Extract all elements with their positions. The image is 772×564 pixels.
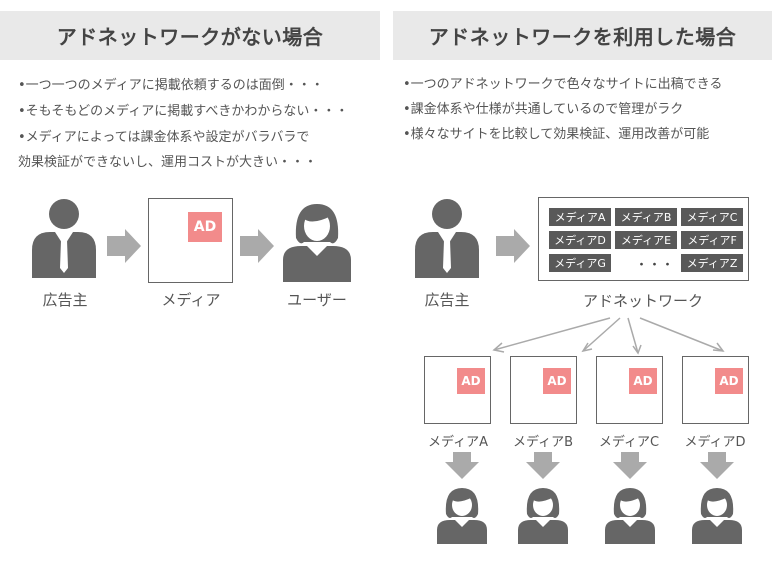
media-box-d: AD	[682, 356, 749, 424]
label-user-left: ユーザー	[287, 291, 347, 309]
user-icon-d	[692, 488, 742, 544]
network-media-c: メディアC	[681, 208, 743, 226]
media-box-left: AD	[148, 198, 233, 283]
label-advertiser-left: 広告主	[42, 291, 88, 309]
arrow-down-a	[445, 452, 479, 479]
arrow-down-d	[700, 452, 734, 479]
left-bullet-1: •一つ一つのメディアに掲載依頼するのは面倒・・・	[18, 78, 324, 93]
network-media-b: メディアB	[615, 208, 677, 226]
label-media-d: メディアD	[684, 435, 746, 450]
label-media-c: メディアC	[598, 435, 660, 450]
user-icon-b	[518, 488, 568, 544]
label-media-b: メディアB	[512, 435, 573, 450]
ad-badge-a: AD	[457, 368, 485, 394]
advertiser-icon-left	[32, 199, 96, 278]
label-ad-network: アドネットワーク	[582, 292, 703, 310]
network-media-z: メディアZ	[681, 254, 743, 272]
left-header: アドネットワークがない場合	[0, 11, 380, 60]
ad-badge-b: AD	[543, 368, 571, 394]
advertiser-icon-right	[415, 199, 479, 278]
right-bullet-3: •様々なサイトを比較して効果検証、運用改善が可能	[403, 127, 710, 142]
ad-badge-d: AD	[715, 368, 743, 394]
label-advertiser-right: 広告主	[424, 291, 470, 309]
ad-badge-c: AD	[629, 368, 657, 394]
right-bullet-2: •課金体系や仕様が共通しているので管理がラク	[403, 102, 684, 117]
network-media-g: メディアG	[549, 254, 611, 272]
right-bullet-1: •一つのアドネットワークで色々なサイトに出稿できる	[403, 77, 723, 92]
network-media-d: メディアD	[549, 231, 611, 249]
user-icon-left	[283, 204, 351, 282]
distribution-arrows	[492, 317, 725, 355]
left-bullet-3: •メディアによっては課金体系や設定がバラバラで	[18, 130, 310, 145]
label-media-left: メディア	[161, 291, 221, 309]
ad-badge-left: AD	[188, 212, 222, 242]
ad-network-box: メディアA メディアB メディアC メディアD メディアE メディアF メディア…	[538, 197, 749, 281]
arrow-right-2	[240, 229, 274, 263]
left-bullet-4: 効果検証ができないし、運用コストが大きい・・・	[18, 155, 318, 170]
arrow-right-1	[107, 229, 141, 263]
network-media-f: メディアF	[681, 231, 743, 249]
left-bullet-2: •そもそもどのメディアに掲載すべきかわからない・・・	[18, 104, 349, 119]
network-media-e: メディアE	[615, 231, 677, 249]
network-media-a: メディアA	[549, 208, 611, 226]
user-icon-a	[437, 488, 487, 544]
arrow-right-3	[496, 229, 530, 263]
right-header: アドネットワークを利用した場合	[393, 11, 772, 60]
user-icon-c	[605, 488, 655, 544]
label-media-a: メディアA	[428, 435, 488, 450]
arrow-down-c	[613, 452, 647, 479]
network-ellipsis: ・・・	[635, 258, 675, 273]
media-box-c: AD	[596, 356, 663, 424]
arrow-down-b	[526, 452, 560, 479]
media-box-b: AD	[510, 356, 577, 424]
media-box-a: AD	[424, 356, 491, 424]
